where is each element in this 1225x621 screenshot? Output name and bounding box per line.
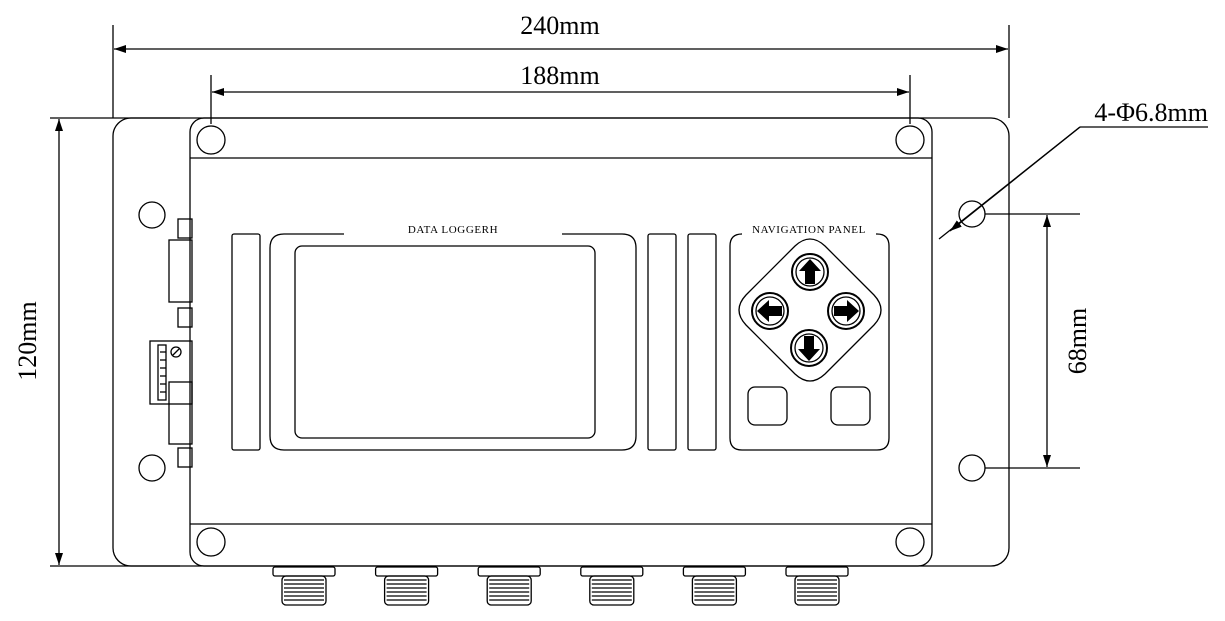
- body-hole-br: [895, 527, 925, 557]
- label-68mm: 68mm: [1063, 308, 1092, 374]
- bottom-connector: [580, 566, 644, 606]
- bottom-connectors: [272, 566, 849, 606]
- bottom-connector: [272, 566, 336, 606]
- bottom-connector: [477, 566, 541, 606]
- plate-hole-br: [958, 454, 986, 482]
- slot-left: [231, 233, 261, 451]
- dimension-240mm: [112, 25, 1010, 118]
- slot-right: [687, 233, 717, 451]
- body-hole-tl: [196, 125, 226, 155]
- soft-button-right[interactable]: [830, 386, 871, 426]
- display-screen: [294, 245, 596, 439]
- hole-leader: [938, 126, 1208, 240]
- slot-mid: [647, 233, 677, 451]
- nav-button-right[interactable]: [827, 292, 865, 330]
- nav-button-down[interactable]: [790, 329, 828, 367]
- dpad-diamond: [738, 238, 882, 382]
- label-navigation-panel: NAVIGATION PANEL: [752, 224, 866, 236]
- navigation-frame: [729, 233, 890, 451]
- display-frame: [269, 233, 637, 451]
- side-connectors: [149, 218, 193, 468]
- plate-hole-tr: [958, 200, 986, 228]
- nav-button-up[interactable]: [791, 253, 829, 291]
- soft-button-left[interactable]: [747, 386, 788, 426]
- dimension-120mm: [50, 117, 180, 567]
- device-body: [189, 117, 933, 567]
- label-240mm: 240mm: [520, 11, 599, 40]
- label-120mm: 120mm: [13, 301, 42, 380]
- bottom-connector: [682, 566, 747, 606]
- label-mounting-holes: 4-Φ6.8mm: [1094, 98, 1208, 127]
- bottom-connector: [785, 566, 849, 606]
- plate-hole-bl: [138, 454, 166, 482]
- label-data-logger: DATA LOGGERH: [408, 224, 498, 236]
- body-hole-bl: [196, 527, 226, 557]
- body-hole-tr: [895, 125, 925, 155]
- dimension-188mm: [210, 75, 911, 124]
- nav-button-left[interactable]: [751, 292, 789, 330]
- dimension-68mm: [985, 213, 1080, 469]
- bottom-connector: [374, 566, 439, 606]
- label-188mm: 188mm: [520, 61, 599, 90]
- plate-hole-tl: [138, 201, 166, 229]
- mounting-plate: [112, 117, 1010, 567]
